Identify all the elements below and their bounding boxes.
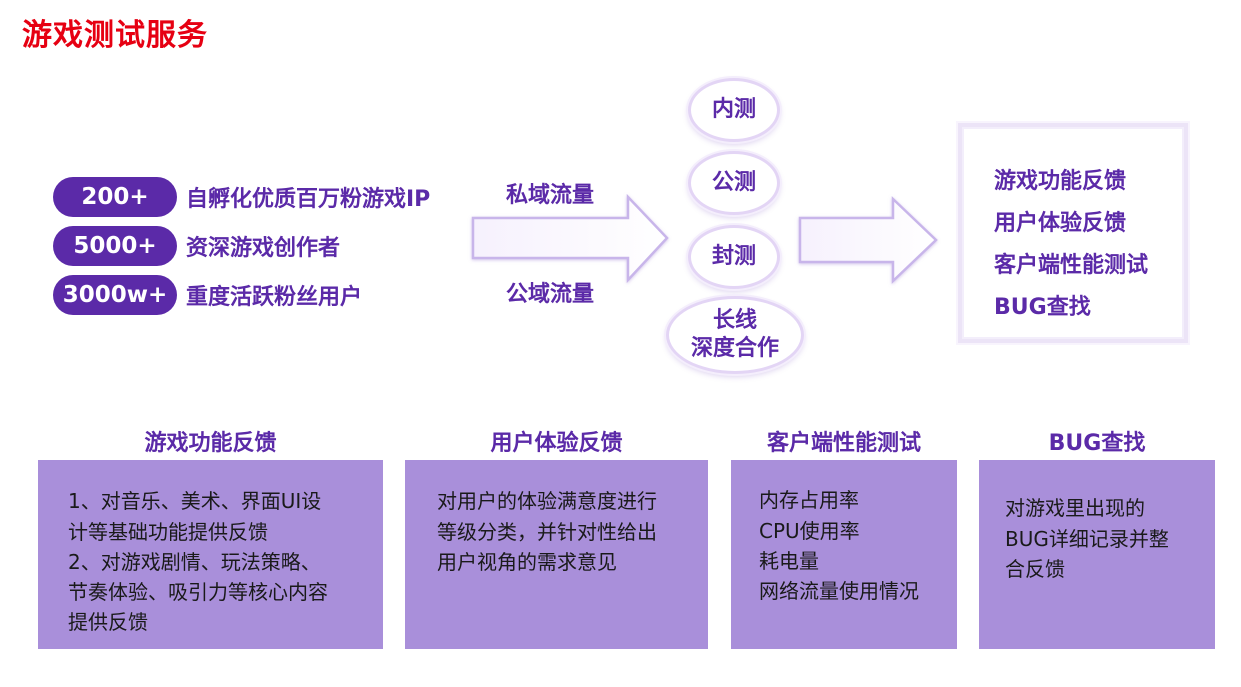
stat-label: 自孵化优质百万粉游戏IP [186, 187, 431, 212]
flow-label-private: 私域流量 [506, 183, 595, 208]
card-performance-test: 内存占用率 CPU使用率 耗电量 网络流量使用情况 [731, 460, 957, 649]
page-title: 游戏测试服务 [22, 18, 208, 53]
stat-row-users: 3000w+ 重度活跃粉丝用户 [53, 275, 362, 315]
card-line: BUG详细记录并整 [1005, 527, 1169, 551]
card-line: 对用户的体验满意度进行 [437, 489, 657, 513]
card-line: 提供反馈 [68, 610, 148, 634]
card-line: CPU使用率 [759, 519, 860, 543]
card-line: 计等基础功能提供反馈 [68, 520, 268, 544]
card-line: 等级分类，并针对性给出 [437, 520, 657, 544]
result-item: 用户体验反馈 [994, 211, 1127, 236]
stat-value-pill: 200+ [53, 177, 177, 217]
stage-label: 封测 [711, 244, 756, 269]
card-line: 合反馈 [1005, 557, 1065, 581]
result-item: 客户端性能测试 [994, 253, 1149, 278]
stage-oval-longterm: 长线 深度合作 [666, 296, 804, 374]
card-line: 耗电量 [759, 549, 819, 573]
card-line: 用户视角的需求意见 [437, 550, 617, 574]
stat-row-ip: 200+ 自孵化优质百万粉游戏IP [53, 177, 430, 217]
result-item: 游戏功能反馈 [994, 169, 1127, 194]
stage-oval-closed: 封测 [688, 225, 780, 289]
stage-label: 内测 [711, 97, 756, 122]
stat-label: 重度活跃粉丝用户 [186, 285, 363, 310]
stage-label: 长线 [712, 308, 757, 333]
stage-oval-internal: 内测 [688, 78, 780, 142]
card-line: 2、对游戏剧情、玩法策略、 [68, 550, 321, 574]
stage-oval-public: 公测 [688, 151, 780, 215]
card-line: 网络流量使用情况 [759, 579, 919, 603]
card-line: 节奏体验、吸引力等核心内容 [68, 580, 328, 604]
card-line: 1、对音乐、美术、界面UI设 [68, 489, 322, 513]
card-line: 对游戏里出现的 [1005, 496, 1145, 520]
flow-label-public: 公域流量 [506, 282, 595, 307]
stat-value-pill: 5000+ [53, 226, 177, 266]
card-heading-bug: BUG查找 [1048, 431, 1146, 456]
result-item: BUG查找 [994, 295, 1091, 320]
card-bug-finding: 对游戏里出现的 BUG详细记录并整 合反馈 [979, 460, 1215, 649]
stage-label: 深度合作 [690, 336, 779, 361]
stat-value-pill: 3000w+ [53, 275, 177, 315]
stat-label: 资深游戏创作者 [186, 236, 341, 261]
card-heading-function: 游戏功能反馈 [144, 431, 277, 456]
stat-row-creators: 5000+ 资深游戏创作者 [53, 226, 340, 266]
card-heading-performance: 客户端性能测试 [766, 431, 921, 456]
card-experience-feedback: 对用户的体验满意度进行 等级分类，并针对性给出 用户视角的需求意见 [405, 460, 708, 649]
arrow-right-icon [471, 193, 669, 284]
result-box: 游戏功能反馈 用户体验反馈 客户端性能测试 BUG查找 [958, 123, 1188, 343]
card-function-feedback: 1、对音乐、美术、界面UI设 计等基础功能提供反馈 2、对游戏剧情、玩法策略、 … [38, 460, 383, 649]
card-line: 内存占用率 [759, 488, 859, 512]
arrow-right-icon [798, 196, 938, 284]
card-heading-experience: 用户体验反馈 [490, 431, 623, 456]
stage-label: 公测 [711, 170, 756, 195]
